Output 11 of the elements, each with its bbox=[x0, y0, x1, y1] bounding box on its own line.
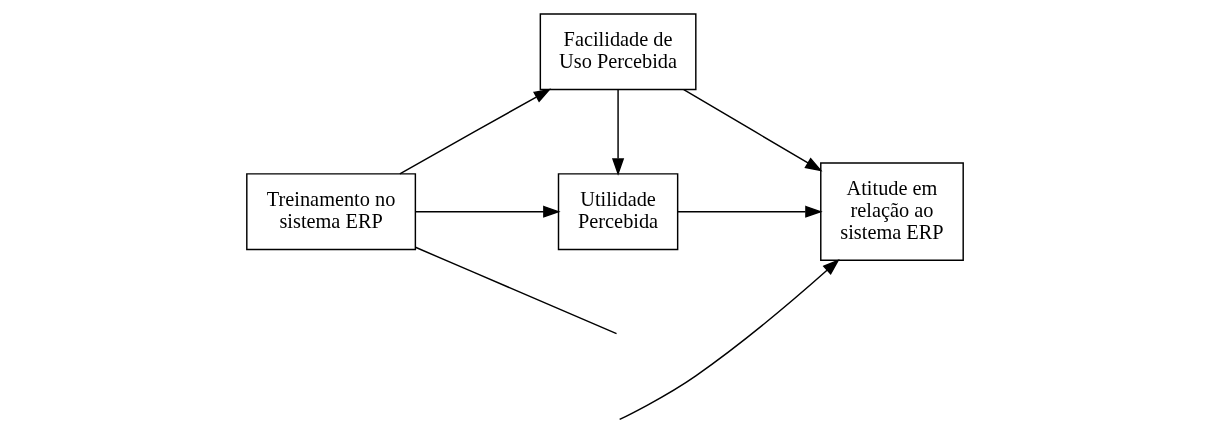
arrow bbox=[611, 89, 624, 176]
node-box: Atitude em relação ao sistema ERP bbox=[819, 162, 964, 262]
arrow bbox=[676, 205, 823, 218]
arrow bbox=[414, 205, 561, 218]
arrow bbox=[682, 88, 822, 172]
node-box: Treinamento no sistema ERP bbox=[245, 173, 416, 251]
arrow bbox=[398, 88, 551, 175]
node-box: Facilidade de Uso Percebida bbox=[539, 13, 697, 91]
arrow bbox=[618, 258, 840, 421]
connector bbox=[414, 246, 617, 335]
node-box: Utilidade Percebida bbox=[557, 173, 678, 251]
